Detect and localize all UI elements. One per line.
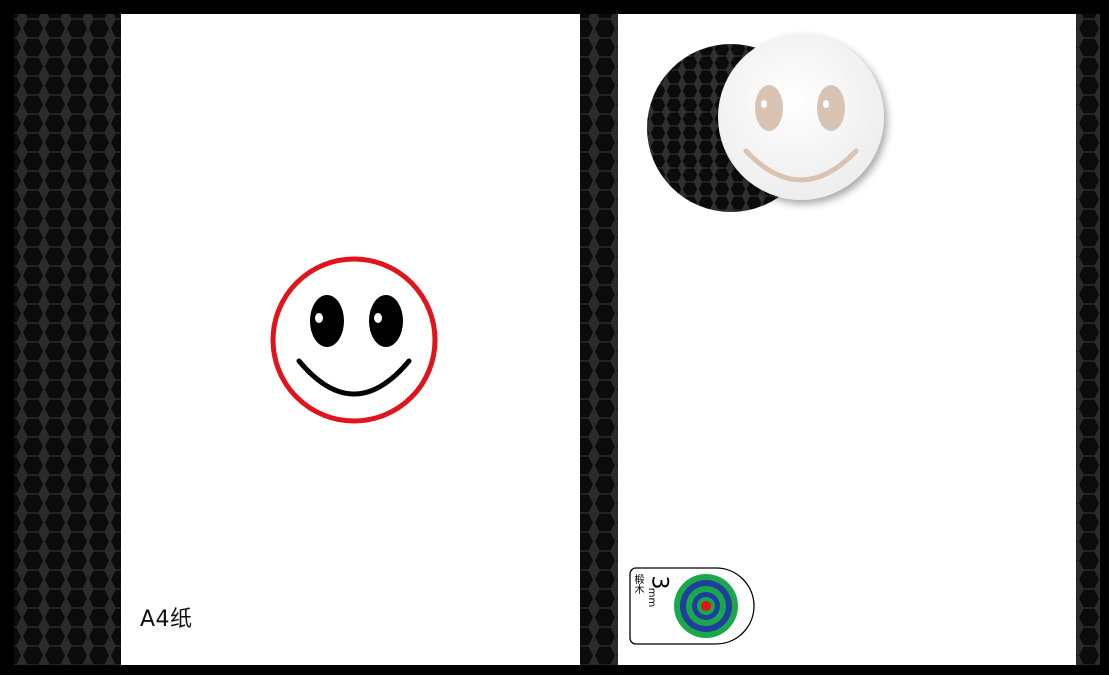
target-bullseye	[701, 601, 711, 611]
disc-right-eye	[817, 85, 845, 131]
material-name: 椴木	[630, 574, 645, 594]
right-eye-highlight	[374, 313, 382, 323]
smile-mouth	[299, 361, 409, 394]
paper-size-label: A4纸	[140, 601, 193, 633]
disc-left-eye	[755, 85, 783, 131]
plywood-sheet: 3 mm 椴木	[618, 14, 1076, 665]
cutout-disc	[718, 34, 884, 200]
thickness-unit: mm	[646, 588, 657, 607]
smiley-outline-ring	[273, 259, 435, 421]
a4-paper-sheet: A4纸	[121, 14, 580, 665]
left-eye-highlight	[315, 313, 323, 323]
smiley-face-drawing	[121, 14, 580, 665]
left-eye	[310, 295, 344, 347]
right-eye	[369, 295, 403, 347]
